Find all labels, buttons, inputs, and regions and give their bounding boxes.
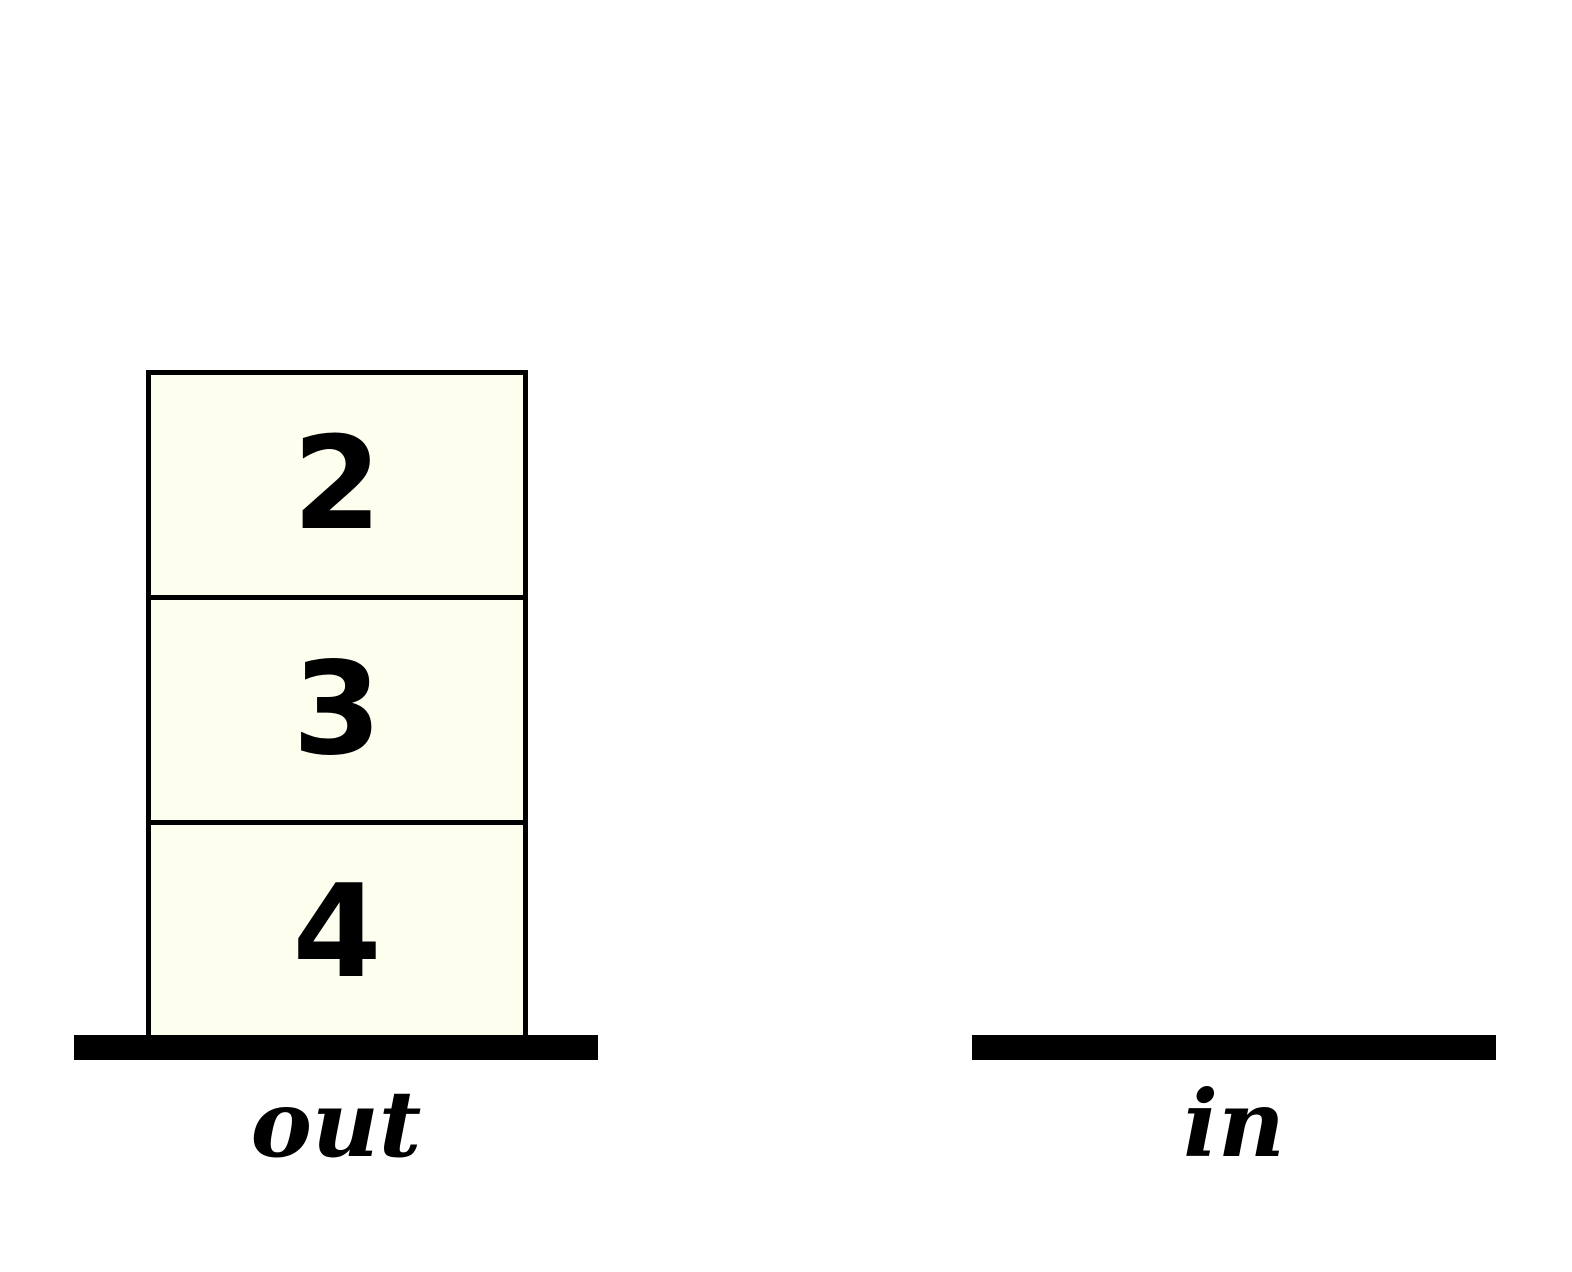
in-stack-label: in [1183, 1070, 1285, 1178]
box-value: 3 [292, 635, 382, 784]
out-stack-base [74, 1035, 598, 1060]
stack-box-middle: 3 [146, 595, 528, 825]
in-stack-base [972, 1035, 1496, 1060]
box-value: 2 [292, 410, 382, 559]
stack-box-bottom: 4 [146, 820, 528, 1040]
stack-box-top: 2 [146, 370, 528, 600]
box-value: 4 [292, 857, 382, 1007]
out-stack-label: out [250, 1070, 422, 1178]
